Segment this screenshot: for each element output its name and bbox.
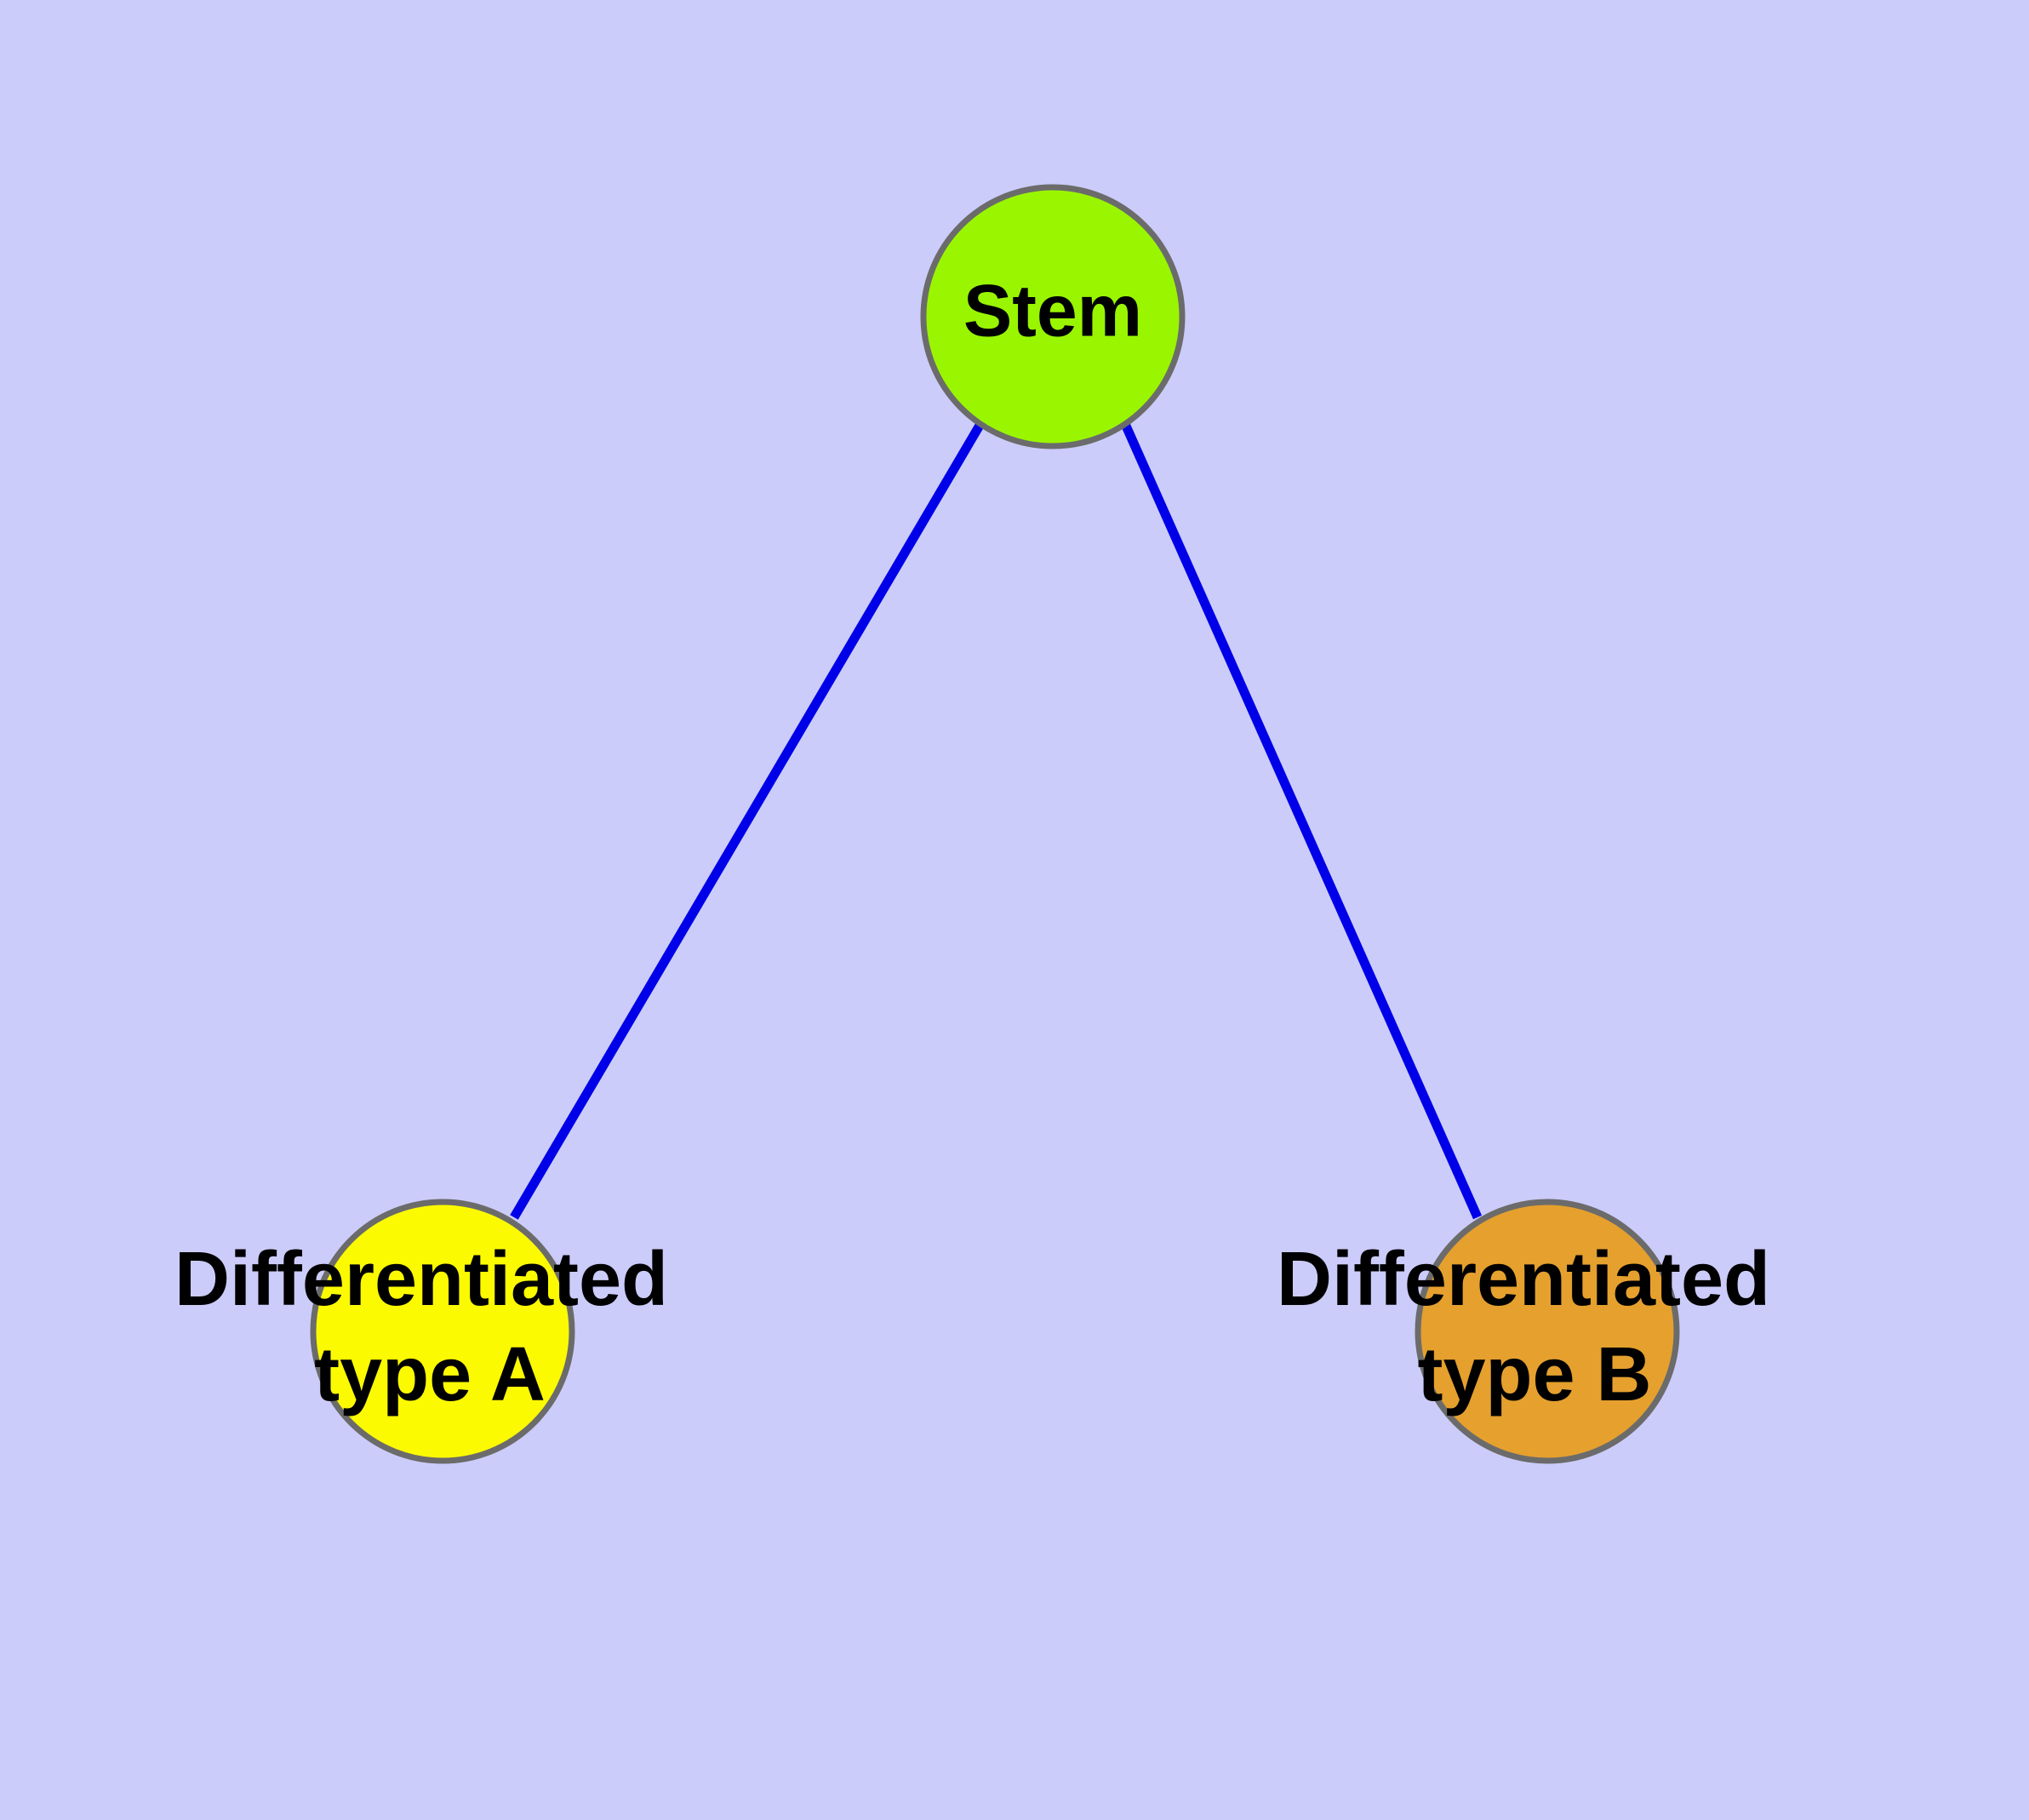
node-differentiated-type-b-label-line1: Differentiated xyxy=(1277,1237,1770,1322)
node-differentiated-type-a-label-line1: Differentiated xyxy=(174,1237,668,1322)
edge-stem-to-differentiated-type-b[interactable] xyxy=(1120,421,1483,1220)
node-differentiated-type-b-circle[interactable] xyxy=(1415,1199,1680,1464)
edge-stem-to-differentiated-type-a[interactable] xyxy=(510,421,985,1220)
edges-layer xyxy=(510,421,1483,1220)
node-differentiated-type-b-label-line2: type B xyxy=(1417,1332,1651,1417)
node-stem-label: Stem xyxy=(963,271,1142,352)
node-differentiated-type-a-circle[interactable] xyxy=(310,1199,575,1464)
node-stem-circle[interactable] xyxy=(920,184,1186,449)
node-differentiated-type-a[interactable]: Differentiated type A xyxy=(174,1199,668,1464)
node-differentiated-type-b[interactable]: Differentiated type B xyxy=(1277,1199,1770,1464)
nodes-layer: Stem Differentiated type A Differentiate… xyxy=(174,184,1770,1464)
node-stem[interactable]: Stem xyxy=(920,184,1186,449)
node-differentiated-type-a-label-line2: type A xyxy=(314,1332,546,1417)
